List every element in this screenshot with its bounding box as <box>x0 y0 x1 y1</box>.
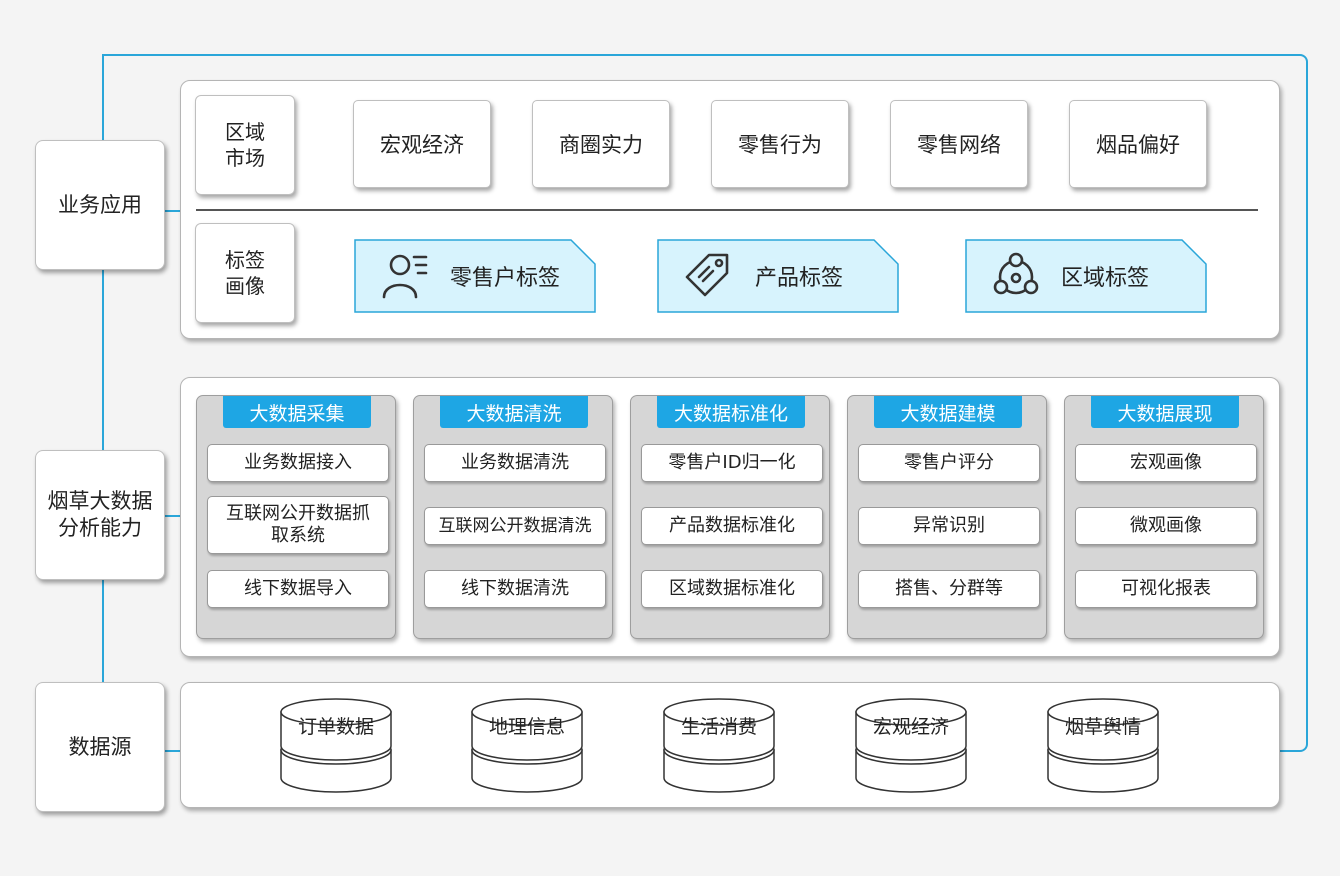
tag-shape <box>657 239 899 313</box>
analytics-column: 大数据清洗 业务数据清洗 互联网公开数据清洗 线下数据清洗 <box>413 395 613 639</box>
tag-retailer-label: 零售户标签 <box>450 266 561 291</box>
column-item: 异常识别 <box>858 507 1040 545</box>
layer-source-label: 数据源 <box>68 734 132 759</box>
source-label: 地理信息 <box>488 716 565 738</box>
tag-retailer: 零售户标签 <box>354 239 596 313</box>
source-label: 烟草舆情 <box>1064 716 1141 738</box>
column-header: 大数据建模 <box>874 396 1022 428</box>
analytics-column: 大数据标准化 零售户ID归一化 产品数据标准化 区域数据标准化 <box>630 395 830 639</box>
tag-profile-box: 标签画像 <box>195 223 295 323</box>
column-item: 可视化报表 <box>1075 570 1257 608</box>
layer-analytics: 烟草大数据分析能力 <box>35 450 165 580</box>
region-item: 零售行为 <box>711 100 849 188</box>
database-icon <box>1047 698 1159 793</box>
source-label: 宏观经济 <box>872 716 949 738</box>
left-spine-line <box>102 54 104 684</box>
region-item: 烟品偏好 <box>1069 100 1207 188</box>
tag-shape <box>965 239 1207 313</box>
network-icon <box>993 252 1039 295</box>
region-item: 零售网络 <box>890 100 1028 188</box>
column-item: 业务数据清洗 <box>424 444 606 482</box>
column-item: 产品数据标准化 <box>641 507 823 545</box>
column-item: 宏观画像 <box>1075 444 1257 482</box>
region-market-box: 区域市场 <box>195 95 295 195</box>
column-item: 线下数据导入 <box>207 570 389 608</box>
column-item: 微观画像 <box>1075 507 1257 545</box>
region-item-label: 烟品偏好 <box>1096 133 1180 157</box>
tag-product-label: 产品标签 <box>755 266 844 291</box>
source-label: 生活消费 <box>680 716 757 738</box>
connector-business <box>165 210 181 212</box>
analytics-column: 大数据展现 宏观画像 微观画像 可视化报表 <box>1064 395 1264 639</box>
connector-analytics <box>165 515 181 517</box>
connector-source <box>165 750 181 752</box>
column-item: 区域数据标准化 <box>641 570 823 608</box>
source-label: 订单数据 <box>297 716 374 738</box>
region-item: 宏观经济 <box>353 100 491 188</box>
column-header: 大数据采集 <box>223 396 371 428</box>
column-item: 零售户评分 <box>858 444 1040 482</box>
source-cylinder: 订单数据 <box>280 698 392 794</box>
tag-product: 产品标签 <box>657 239 899 313</box>
column-item: 互联网公开数据抓取系统 <box>207 496 389 554</box>
region-item-label: 商圈实力 <box>559 133 643 157</box>
database-icon <box>663 698 775 793</box>
layer-business: 业务应用 <box>35 140 165 270</box>
tag-region-label: 区域标签 <box>1061 266 1150 291</box>
column-item: 线下数据清洗 <box>424 570 606 608</box>
layer-business-label: 业务应用 <box>58 192 142 217</box>
source-cylinder: 烟草舆情 <box>1047 698 1159 794</box>
column-item: 搭售、分群等 <box>858 570 1040 608</box>
region-item-label: 零售网络 <box>917 133 1001 157</box>
column-header: 大数据展现 <box>1091 396 1239 428</box>
column-header: 大数据标准化 <box>657 396 805 428</box>
analytics-column: 大数据采集 业务数据接入 互联网公开数据抓取系统 线下数据导入 <box>196 395 396 639</box>
analytics-column: 大数据建模 零售户评分 异常识别 搭售、分群等 <box>847 395 1047 639</box>
user-icon <box>382 254 428 299</box>
database-icon <box>280 698 392 793</box>
tag-region: 区域标签 <box>965 239 1207 313</box>
column-item: 零售户ID归一化 <box>641 444 823 482</box>
source-cylinder: 生活消费 <box>663 698 775 794</box>
region-market-label: 区域市场 <box>225 120 265 170</box>
source-cylinder: 地理信息 <box>471 698 583 794</box>
database-icon <box>471 698 583 793</box>
tag-profile-label: 标签画像 <box>225 248 265 298</box>
tag-icon <box>685 253 729 297</box>
column-item: 业务数据接入 <box>207 444 389 482</box>
layer-analytics-label: 烟草大数据分析能力 <box>47 489 153 540</box>
source-cylinder: 宏观经济 <box>855 698 967 794</box>
database-icon <box>855 698 967 793</box>
region-item: 商圈实力 <box>532 100 670 188</box>
column-header: 大数据清洗 <box>440 396 588 428</box>
layer-source: 数据源 <box>35 682 165 812</box>
column-item: 互联网公开数据清洗 <box>424 507 606 545</box>
region-item-label: 宏观经济 <box>380 133 464 157</box>
region-item-label: 零售行为 <box>738 133 822 157</box>
section-divider <box>196 209 1258 211</box>
